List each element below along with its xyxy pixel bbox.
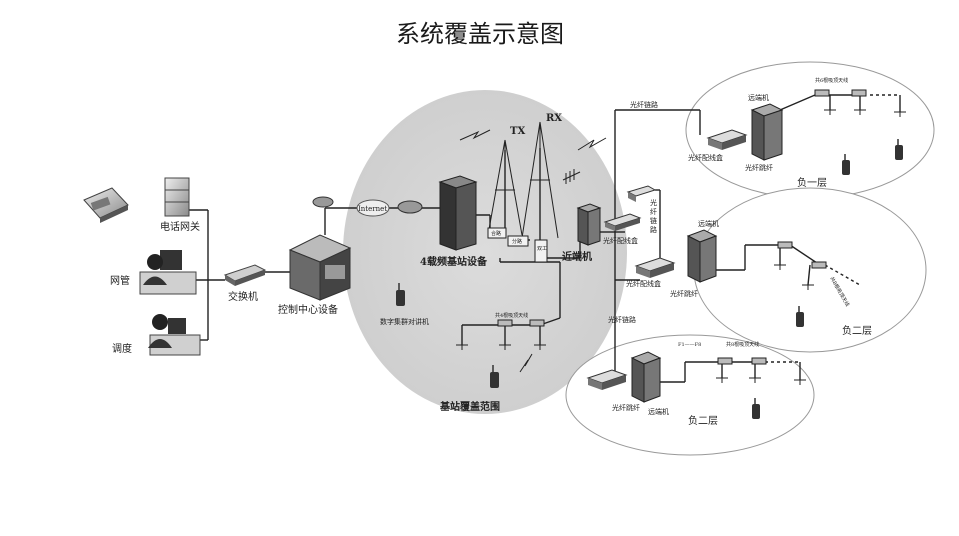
radio-icon-b1 bbox=[842, 154, 850, 175]
network-admin-icon bbox=[139, 250, 197, 295]
jumper-label-b1: 光纤跳纤 bbox=[745, 163, 773, 172]
combiner-box bbox=[487, 227, 507, 239]
duplexer-label: 双工 bbox=[537, 246, 547, 252]
tx-label: TX bbox=[510, 126, 525, 137]
radio-icon-b1-2 bbox=[895, 139, 903, 160]
radio-icon-b2a bbox=[796, 306, 804, 327]
signal-icon-1 bbox=[459, 129, 491, 141]
coupler-b2b-1 bbox=[717, 357, 733, 365]
ceiling-antennas-b2a bbox=[774, 264, 814, 290]
base-station-equipment-label: 4载频基站设备 bbox=[420, 255, 488, 268]
control-center-label: 控制中心设备 bbox=[278, 303, 338, 316]
ceiling-antennas-b2b bbox=[716, 377, 806, 385]
dispatcher-icon bbox=[148, 314, 201, 356]
radio-icon-2 bbox=[490, 365, 499, 388]
fiber-link-v2: 纤 bbox=[650, 207, 657, 216]
coupler-icon-2 bbox=[529, 319, 545, 327]
antenna-label-b1: 共6根吸顶天线 bbox=[815, 77, 848, 84]
tx-tower-icon bbox=[487, 139, 523, 236]
fiber-link-label-1: 光纤链路 bbox=[630, 100, 658, 109]
yagi-antenna-icon bbox=[562, 169, 581, 184]
local-antenna-feed-label: 共4根吸顶天线 bbox=[495, 312, 528, 319]
floor-label-b2a: 负二层 bbox=[842, 324, 872, 337]
remote-label-b2b: 远端机 bbox=[648, 407, 669, 416]
remote-label-b1: 远端机 bbox=[748, 93, 769, 102]
ceiling-antenna-icons bbox=[456, 344, 546, 350]
odf-box-icon-b2b bbox=[586, 369, 628, 390]
near-end-label: 近端机 bbox=[562, 250, 592, 263]
signal-icon-2 bbox=[577, 137, 607, 151]
odf-label-b2a: 光纤配线盒 bbox=[626, 279, 661, 288]
signal-icon-3 bbox=[519, 353, 533, 373]
floor-label-b1: 负一层 bbox=[797, 176, 827, 189]
coupler-b1-1 bbox=[814, 89, 830, 97]
ceiling-antennas-b1 bbox=[824, 109, 906, 117]
internet-cloud-icon bbox=[356, 199, 390, 217]
coupler-b2a-2 bbox=[811, 261, 827, 269]
floor-label-b2b: 负二层 bbox=[688, 414, 718, 427]
switch-icon bbox=[223, 264, 267, 286]
combiner-label: 合路 bbox=[491, 230, 501, 237]
fiber-link-label-vertical: 光 bbox=[650, 198, 657, 207]
remote-unit-icon-b2a bbox=[686, 229, 718, 283]
coupler-b1-2 bbox=[851, 89, 867, 97]
fiber-link-v3: 链 bbox=[650, 216, 657, 225]
phone-gateway-icon bbox=[164, 177, 190, 217]
phone-gateway-label: 电话网关 bbox=[160, 220, 200, 233]
duplexer-box bbox=[534, 239, 548, 263]
base-station-coverage-area bbox=[343, 90, 627, 414]
jumper-label-b2b: 光纤跳纤 bbox=[612, 403, 640, 412]
remote-label-b2a: 远端机 bbox=[698, 219, 719, 228]
floor-b2b-area bbox=[565, 334, 815, 456]
fiber-link-v4: 路 bbox=[650, 225, 657, 234]
dispatch-label: 调度 bbox=[112, 342, 132, 355]
phone-device-icon bbox=[83, 187, 129, 223]
coverage-label: 基站覆盖范围 bbox=[439, 400, 500, 413]
rx-tower-icon bbox=[521, 121, 559, 239]
remote-unit-icon-b2b bbox=[630, 351, 662, 403]
coupler-icon-1 bbox=[497, 319, 513, 327]
splitter-label: 分路 bbox=[512, 238, 522, 245]
coupler-b2a-1 bbox=[777, 241, 793, 249]
odf-box-icon-1 bbox=[603, 213, 642, 231]
odf-label-1: 光纤配线盒 bbox=[603, 236, 638, 245]
near-end-unit-icon bbox=[576, 203, 602, 246]
switch-label: 交换机 bbox=[228, 290, 258, 303]
splitter-box bbox=[507, 235, 529, 247]
router-icon bbox=[312, 196, 334, 208]
coupler-b2b-2 bbox=[751, 357, 767, 365]
radio-label: 数字集群对讲机 bbox=[380, 317, 429, 326]
router-icon-2 bbox=[397, 200, 423, 214]
odf-box-icon-main bbox=[626, 185, 657, 202]
rx-label: RX bbox=[546, 113, 562, 124]
fiber-link-label-3: 光纤链路 bbox=[608, 315, 636, 324]
base-station-cabinet-icon bbox=[438, 175, 478, 251]
jumper-label-b2a: 光纤跳纤 bbox=[670, 289, 698, 298]
radio-icon bbox=[396, 283, 405, 306]
range-label-b2b: F1——F8 bbox=[678, 342, 701, 348]
network-mgmt-label: 网管 bbox=[110, 274, 130, 287]
antenna-label-b2b: 共8根吸顶天线 bbox=[726, 341, 759, 348]
page-title: 系统覆盖示意图 bbox=[396, 20, 564, 48]
odf-box-icon-b1 bbox=[706, 129, 748, 150]
control-center-icon bbox=[288, 234, 352, 301]
internet-label: Internet bbox=[358, 205, 387, 213]
odf-box-icon-b2a bbox=[634, 257, 676, 278]
radio-icon-b2b bbox=[752, 398, 760, 419]
remote-unit-icon-b1 bbox=[750, 103, 784, 161]
odf-label-b1: 光纤配线盒 bbox=[688, 153, 723, 162]
